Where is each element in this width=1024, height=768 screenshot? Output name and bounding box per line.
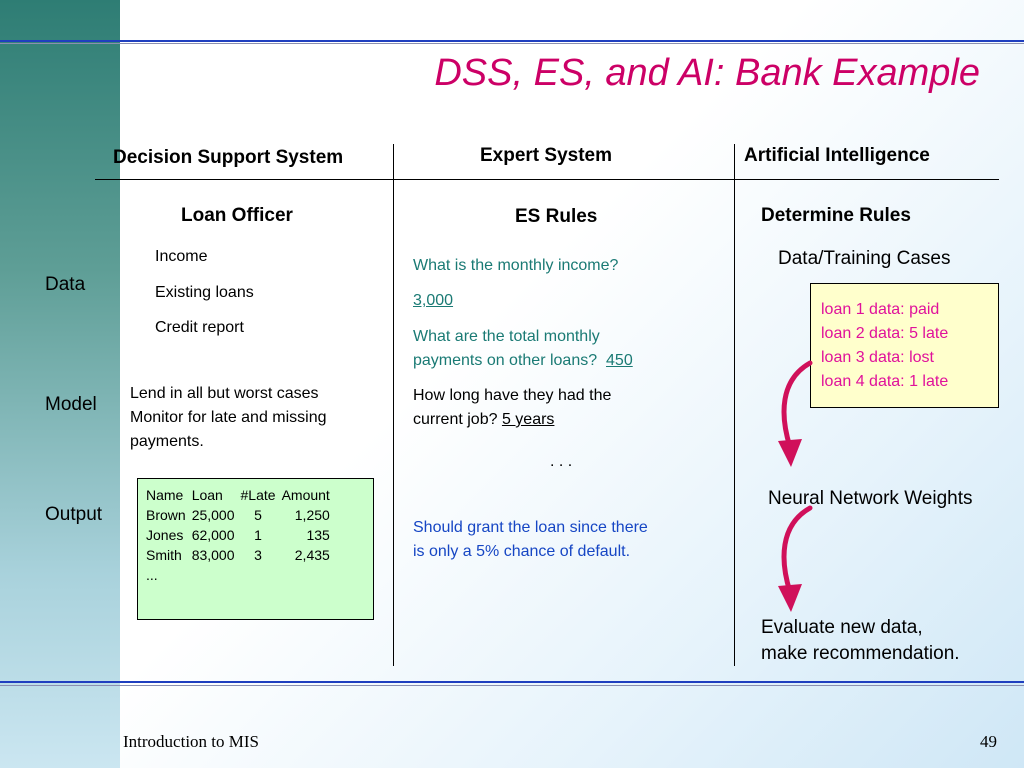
ai-weights-label: Neural Network Weights	[768, 488, 973, 509]
list-item: Credit report	[155, 319, 244, 336]
table-cell: 83,000	[191, 547, 235, 563]
ai-evaluate-text: Evaluate new data, make recommendation.	[761, 615, 960, 667]
text-line: current job? 5 years	[413, 408, 611, 432]
list-item: Income	[155, 248, 208, 265]
es-answer-job: 5 years	[501, 411, 555, 428]
ai-training-cases-box: loan 1 data: paid loan 2 data: 5 late lo…	[810, 283, 999, 408]
top-rule-blue	[0, 40, 1024, 42]
text-line: How long have they had the	[413, 387, 612, 404]
column-divider-2	[734, 144, 735, 666]
column-header-es: Expert System	[480, 145, 613, 166]
subhead-determine-rules: Determine Rules	[761, 205, 911, 226]
header-divider	[95, 179, 999, 180]
table-header-cell: #Late	[240, 487, 276, 503]
top-rule-thin	[0, 43, 1024, 44]
text-line: is only a 5% chance of default.	[413, 543, 631, 560]
footer-page-number: 49	[980, 732, 997, 751]
table-cell: 1	[254, 527, 262, 543]
row-label-output: Output	[45, 504, 103, 525]
text-line: payments on other loans? 450	[413, 349, 633, 373]
es-answer-income: 3,000	[413, 292, 454, 309]
column-header-ai: Artificial Intelligence	[744, 145, 930, 166]
table-cell-more: ...	[146, 567, 158, 583]
dss-output-table-box: Name Loan #Late Amount Brown 25,000 5 1,…	[137, 478, 374, 620]
text-span: current job?	[413, 411, 498, 428]
sidebar-gradient	[0, 0, 120, 768]
list-item: loan 3 data: lost	[821, 349, 934, 366]
subhead-es-rules: ES Rules	[515, 206, 598, 227]
bottom-rule-thin	[0, 685, 1024, 686]
dss-model-text: Lend in all but worst cases Monitor for …	[130, 382, 327, 454]
text-span: payments on other loans?	[413, 352, 598, 369]
slide-title: DSS, ES, and AI: Bank Example	[434, 52, 980, 94]
es-ellipsis: . . .	[550, 453, 573, 470]
output-table: Name Loan #Late Amount Brown 25,000 5 1,…	[146, 485, 336, 585]
table-row: Brown 25,000 5 1,250	[146, 505, 336, 525]
text-line: make recommendation.	[761, 643, 960, 664]
table-cell: 62,000	[191, 527, 235, 543]
table-header-cell: Amount	[281, 487, 330, 503]
table-cell: 25,000	[191, 507, 235, 523]
dss-data-list: Income Existing loans Credit report	[155, 245, 254, 340]
text-line: Evaluate new data,	[761, 617, 923, 638]
curved-arrow-down-icon	[778, 360, 813, 467]
table-cell: 1,250	[294, 507, 330, 523]
ai-training-label: Data/Training Cases	[778, 248, 951, 269]
es-question-job: How long have they had the current job? …	[413, 384, 611, 432]
bottom-rule-blue	[0, 681, 1024, 683]
text-line: Should grant the loan since there	[413, 519, 648, 536]
table-cell: 3	[254, 547, 262, 563]
row-label-model: Model	[45, 394, 97, 415]
es-question-payments: What are the total monthly payments on o…	[413, 325, 633, 373]
es-question-income: What is the monthly income?	[413, 257, 619, 274]
column-divider-1	[393, 144, 394, 666]
list-item: loan 1 data: paid	[821, 301, 940, 318]
table-cell: Jones	[146, 527, 184, 543]
list-item: loan 4 data: 1 late	[821, 373, 949, 390]
table-row: ...	[146, 565, 336, 585]
table-header-cell: Loan	[191, 487, 223, 503]
table-header-row: Name Loan #Late Amount	[146, 485, 336, 505]
text-line: Lend in all but worst cases	[130, 385, 319, 402]
list-item: loan 2 data: 5 late	[821, 325, 949, 342]
table-cell: 2,435	[294, 547, 330, 563]
table-cell: Smith	[146, 547, 182, 563]
row-label-data: Data	[45, 274, 86, 295]
table-row: Smith 83,000 3 2,435	[146, 545, 336, 565]
column-header-dss: Decision Support System	[113, 147, 344, 168]
curved-arrow-down-icon	[778, 505, 813, 612]
subhead-loan-officer: Loan Officer	[181, 205, 293, 226]
es-conclusion: Should grant the loan since there is onl…	[413, 516, 648, 564]
footer-course-title: Introduction to MIS	[123, 732, 259, 751]
table-cell: 5	[254, 507, 262, 523]
text-line: What are the total monthly	[413, 328, 600, 345]
text-line: payments.	[130, 433, 204, 450]
es-answer-payments: 450	[606, 352, 633, 369]
table-header-cell: Name	[146, 487, 184, 503]
table-cell: 135	[306, 527, 330, 543]
list-item: Existing loans	[155, 284, 254, 301]
table-row: Jones 62,000 1 135	[146, 525, 336, 545]
text-line: Monitor for late and missing	[130, 409, 327, 426]
table-cell: Brown	[146, 507, 186, 523]
